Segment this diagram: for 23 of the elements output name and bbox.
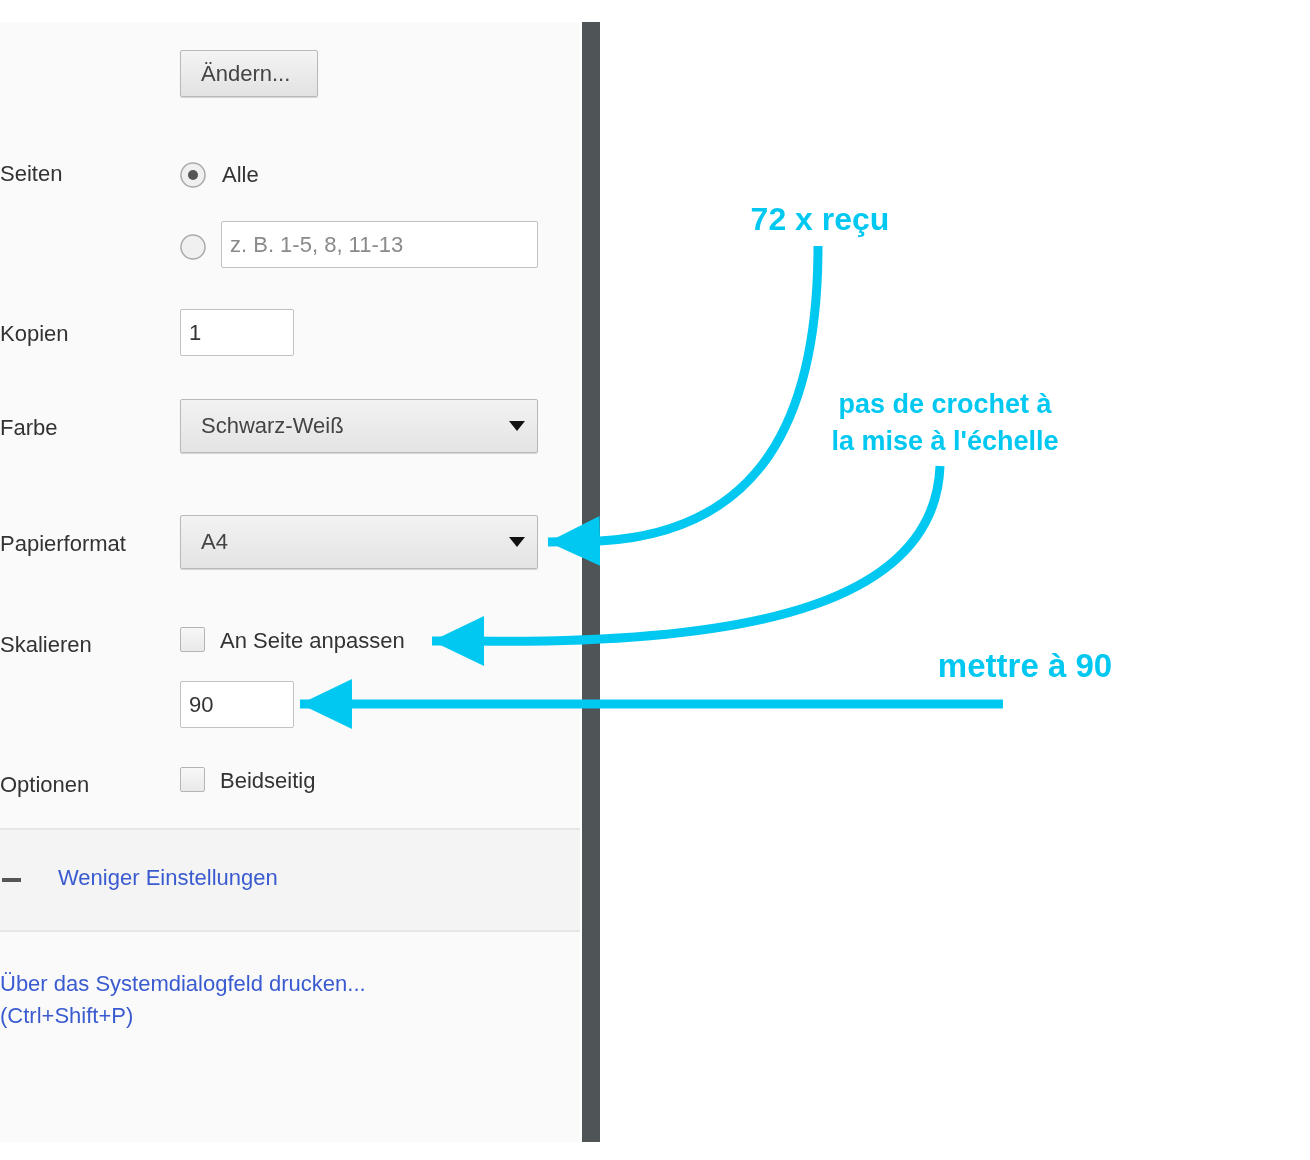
field-label: Skalieren <box>0 631 92 659</box>
annotation-text: pas de crochet à la mise à l'échelle <box>800 386 1090 460</box>
dropdown: A4 <box>180 515 538 569</box>
option-label: Alle <box>222 161 259 189</box>
arrow <box>547 245 823 566</box>
dropdown: Schwarz-Weiß <box>180 399 538 453</box>
input-field: 1 <box>180 309 294 356</box>
arrow <box>300 679 1003 729</box>
arrow <box>432 465 945 666</box>
annotation-text: 72 x reçu <box>735 198 905 240</box>
option-label: An Seite anpassen <box>220 627 405 655</box>
field-label: Kopien <box>0 320 69 348</box>
annotation-text: mettre à 90 <box>925 644 1125 687</box>
button: Ändern... <box>180 50 318 97</box>
option-label: Beidseitig <box>220 767 316 795</box>
field-label: Optionen <box>0 771 90 799</box>
field-label: Farbe <box>0 414 58 442</box>
field-label: Papierformat <box>0 530 126 558</box>
link: Über das Systemdialogfeld drucken... (Ctrl+Shift+P) <box>0 970 367 1030</box>
field-label: Seiten <box>0 160 63 188</box>
link: Weniger Einstellungen <box>58 864 278 892</box>
input-field: z. B. 1-5, 8, 11-13 <box>221 221 538 268</box>
input-field: 90 <box>180 681 294 728</box>
